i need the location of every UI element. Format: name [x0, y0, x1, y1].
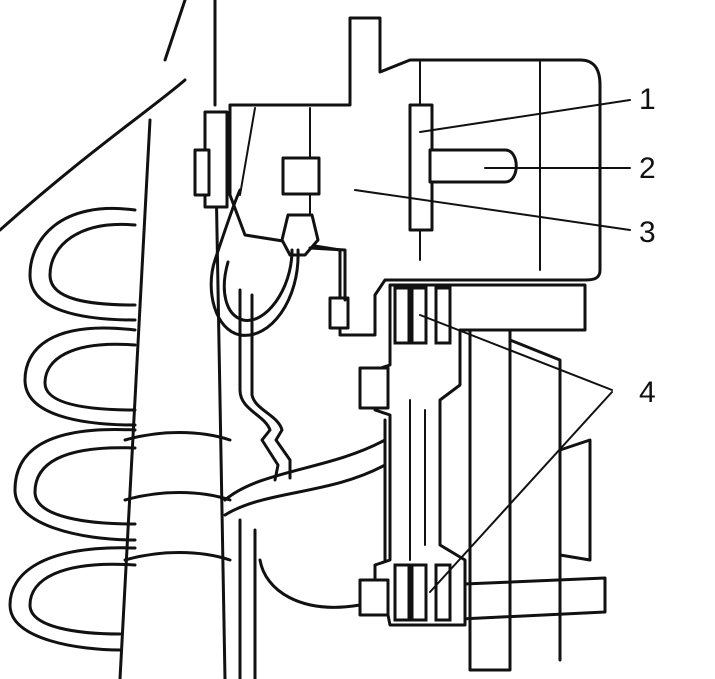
brake-pads-top: [393, 286, 452, 345]
shock-absorber-strut: [0, 0, 232, 679]
leader-lines: [354, 99, 631, 593]
leader-line-3: [354, 189, 631, 231]
leader-line-4a: [419, 314, 613, 391]
leader-line-4b: [429, 391, 613, 593]
callout-2: 2: [639, 152, 656, 185]
steering-knuckle: [223, 418, 387, 679]
callout-4: 4: [639, 376, 656, 409]
callout-1: 1: [639, 83, 656, 116]
brake-hose: [193, 110, 347, 482]
caliper-carrier: [358, 283, 587, 627]
brake-pads-bottom: [393, 563, 452, 622]
callout-3: 3: [639, 216, 656, 249]
brake-disc: [438, 328, 607, 672]
leader-line-1: [419, 99, 631, 133]
coil-spring: [8, 207, 137, 652]
